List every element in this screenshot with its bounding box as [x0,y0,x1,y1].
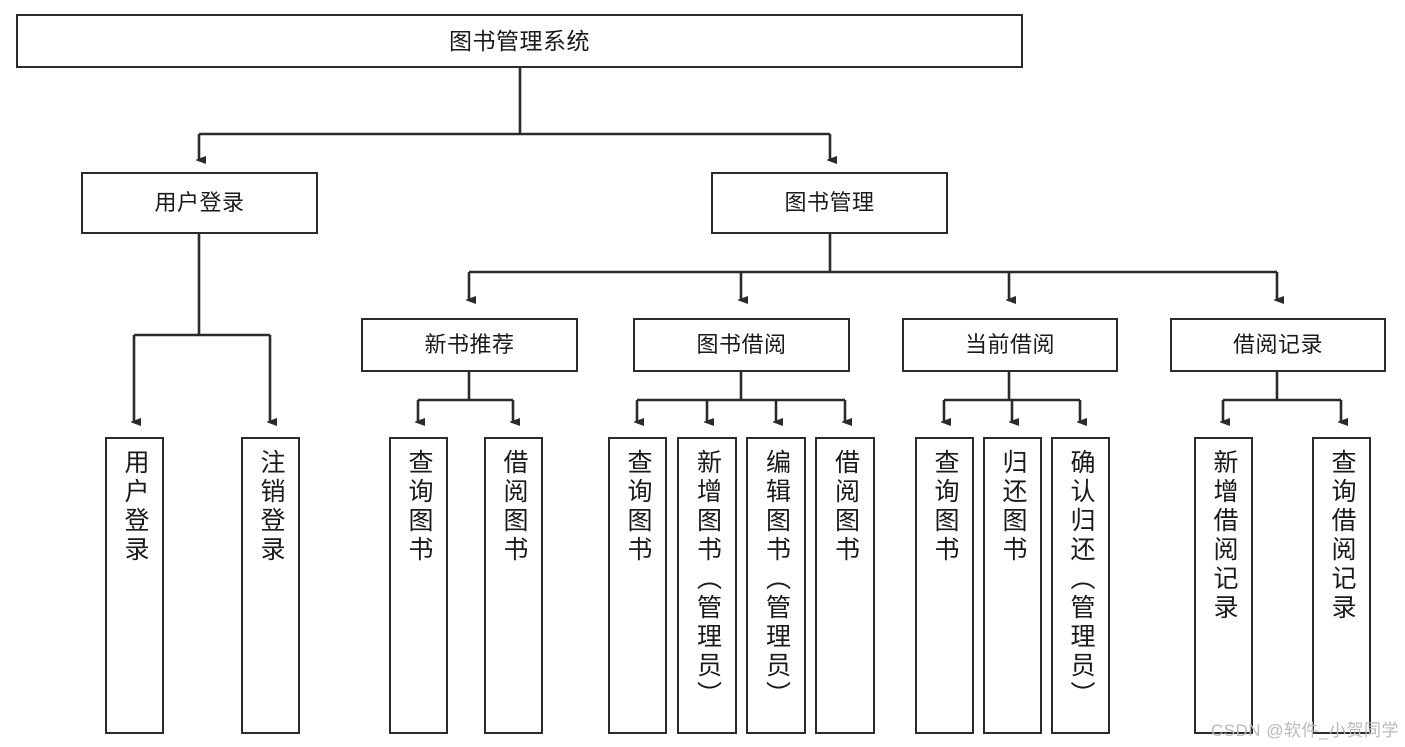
leaf-user-login[interactable]: 用户登录 [105,437,164,734]
leaf-query-book-borrow[interactable]: 查询图书 [608,437,667,734]
node-user-login[interactable]: 用户登录 [81,172,318,234]
node-label: 新增借阅记录 [1210,449,1238,623]
node-label: 借阅图书 [831,449,860,565]
node-book-management[interactable]: 图书管理 [711,172,948,234]
node-label: 查询借阅记录 [1328,449,1356,623]
node-borrow-record[interactable]: 借阅记录 [1170,318,1386,372]
leaf-borrow-book[interactable]: 借阅图书 [815,437,875,734]
node-label: 新增图书（管理员） [693,449,722,710]
node-label: 图书管理系统 [449,27,590,54]
leaf-logout-login[interactable]: 注销登录 [241,437,300,734]
node-label: 归还图书 [999,449,1027,565]
leaf-return-book[interactable]: 归还图书 [983,437,1042,734]
leaf-edit-book-admin[interactable]: 编辑图书（管理员） [746,437,806,734]
node-label: 确认归还（管理员） [1067,449,1095,710]
node-label: 借阅图书 [500,449,528,565]
node-book-borrow[interactable]: 图书借阅 [633,318,850,372]
leaf-query-book-current[interactable]: 查询图书 [915,437,974,734]
leaf-borrow-book-recommend[interactable]: 借阅图书 [484,437,543,734]
node-root-system[interactable]: 图书管理系统 [16,14,1023,68]
node-label: 注销登录 [257,449,285,565]
leaf-confirm-return-admin[interactable]: 确认归还（管理员） [1051,437,1110,734]
node-label: 查询图书 [624,449,652,565]
node-current-borrow[interactable]: 当前借阅 [902,318,1118,372]
leaf-add-borrow-record[interactable]: 新增借阅记录 [1194,437,1253,734]
node-label: 新书推荐 [424,332,515,358]
node-label: 查询图书 [405,449,433,565]
node-new-book-recommend[interactable]: 新书推荐 [361,318,578,372]
node-label: 图书借阅 [696,332,787,358]
node-label: 编辑图书（管理员） [762,449,791,710]
leaf-add-book-admin[interactable]: 新增图书（管理员） [677,437,737,734]
node-label: 查询图书 [931,449,959,565]
node-label: 图书管理 [784,190,875,216]
node-label: 用户登录 [154,190,245,216]
node-label: 用户登录 [121,449,149,565]
leaf-query-book-recommend[interactable]: 查询图书 [389,437,448,734]
node-label: 借阅记录 [1232,332,1323,358]
leaf-query-borrow-record[interactable]: 查询借阅记录 [1312,437,1371,734]
watermark-text: CSDN @软件_小贺同学 [1210,721,1399,740]
node-label: 当前借阅 [964,332,1055,358]
